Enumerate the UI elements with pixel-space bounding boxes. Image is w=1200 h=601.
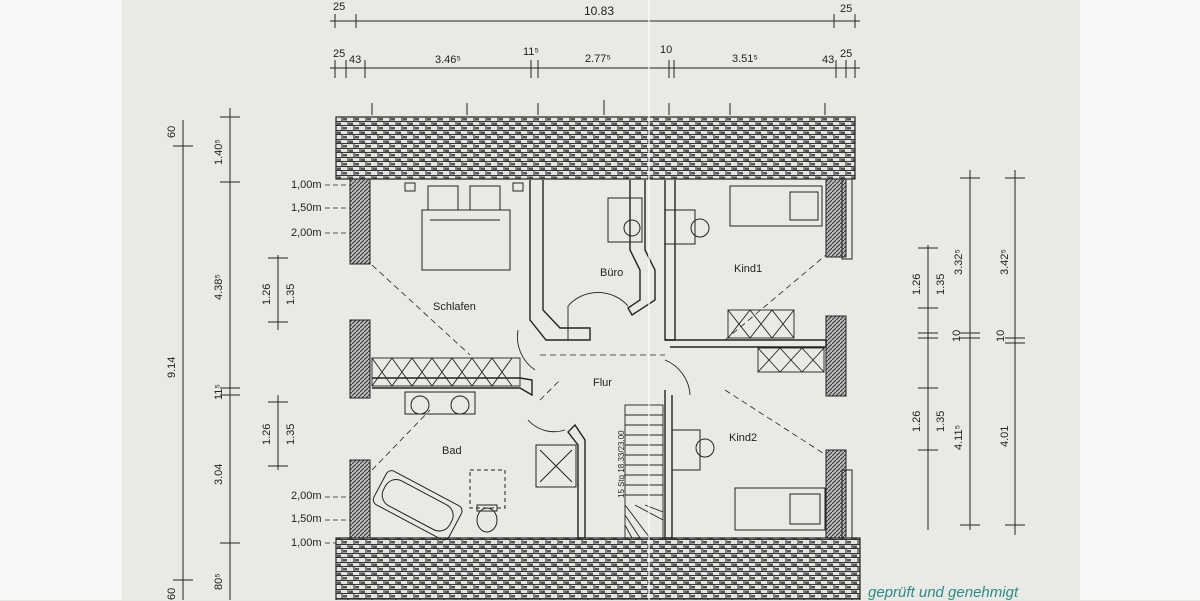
wardrobe-kind2 [757, 347, 825, 373]
double-bed [404, 182, 524, 271]
room-labels: Schlafen Büro Kind1 Flur Bad Kind2 [433, 263, 762, 457]
top-dimension-labels: 25 10.83 25 25 43 3.46⁵ 11⁵ 2.77⁵ 10 3.5… [333, 1, 852, 66]
left-page-margin [0, 0, 122, 600]
left-outer-3: 60 [166, 588, 178, 600]
top-outer-right: 25 [840, 3, 852, 15]
left-small-0: 1.26 [261, 284, 273, 305]
height-top-2: 2,00m [291, 227, 322, 239]
bed-kind2 [734, 487, 826, 531]
top-detail-8: 25 [840, 48, 852, 60]
room-label-buero: Büro [600, 267, 623, 279]
wardrobe-schlafen [371, 357, 521, 387]
top-detail-1: 43 [349, 54, 361, 66]
interior-walls [372, 180, 827, 539]
height-top-1: 1,50m [291, 202, 322, 214]
staircase [624, 404, 664, 539]
right-a-2: 10 [951, 330, 963, 342]
right-c-0: 3.42⁵ [999, 249, 1011, 275]
right-a-0: 1.26 [911, 274, 923, 295]
roof-tiles-bottom [335, 537, 861, 600]
height-top-0: 1,00m [291, 179, 322, 191]
right-b-1: 10 [995, 330, 1007, 342]
left-dimension-lines [173, 108, 288, 600]
top-dimension-lines [330, 14, 860, 115]
paper-fold [648, 0, 650, 600]
left-inner-3: 3.04 [213, 464, 225, 485]
left-outer-1: 9.14 [166, 357, 178, 378]
left-outer-0: 60 [166, 126, 178, 138]
stair-label: 15 Stg 18,33/23,00 [617, 430, 626, 498]
left-outer-2: 80⁵ [213, 573, 225, 590]
top-detail-4: 2.77⁵ [585, 53, 611, 65]
right-a-4: 1.35 [935, 411, 947, 432]
left-small-3: 1.35 [285, 424, 297, 445]
desk-kind2 [671, 429, 715, 471]
right-a-3: 1.26 [911, 411, 923, 432]
right-dimension-lines [918, 170, 1025, 535]
room-label-flur: Flur [593, 377, 612, 389]
right-c-2: 4.01 [999, 426, 1011, 447]
top-detail-6: 3.51⁵ [732, 53, 758, 65]
room-label-kind2: Kind2 [729, 432, 757, 444]
bed-kind1 [729, 185, 823, 227]
room-label-kind1: Kind1 [734, 263, 762, 275]
top-detail-7: 43 [822, 54, 834, 66]
office-desk [607, 197, 710, 245]
right-page-margin [1080, 0, 1200, 600]
height-bottom-0: 2,00m [291, 490, 322, 502]
left-inner-2: 11⁵ [213, 384, 225, 400]
top-detail-0: 25 [333, 48, 345, 60]
top-detail-3: 11⁵ [523, 46, 539, 58]
floor-plan-sheet [122, 0, 1080, 600]
right-b-0: 3.32⁵ [953, 249, 965, 275]
right-dimension-labels: 1.26 1.35 10 1.26 1.35 3.32⁵ 10 4.11⁵ 3.… [911, 249, 1011, 450]
outer-walls [349, 178, 853, 539]
top-detail-5: 10 [660, 44, 672, 56]
left-small-1: 1.35 [285, 284, 297, 305]
left-inner-0: 1.40⁵ [213, 139, 225, 165]
height-bottom-2: 1,00m [291, 537, 322, 549]
approval-stamp: geprüft und genehmigt [868, 584, 1019, 601]
right-b-2: 4.11⁵ [953, 425, 965, 450]
wardrobe-kind1 [727, 309, 795, 339]
left-small-2: 1.26 [261, 424, 273, 445]
room-label-bad: Bad [442, 445, 462, 457]
right-a-1: 1.35 [935, 274, 947, 295]
top-outer-left: 25 [333, 1, 345, 13]
roof-tiles-top [335, 116, 856, 180]
top-outer-middle: 10.83 [584, 4, 614, 18]
left-inner-1: 4.38⁵ [213, 274, 225, 300]
bathroom-fixtures [372, 391, 577, 541]
room-label-schlafen: Schlafen [433, 301, 476, 313]
left-dimension-labels: 60 9.14 80⁵ 60 1.40⁵ 4.38⁵ 11⁵ 3.04 1.26… [166, 126, 297, 600]
height-bottom-1: 1,50m [291, 513, 322, 525]
roof-slope-lines [371, 254, 827, 471]
door-swings [516, 292, 691, 433]
ceiling-height-labels: 1,00m 1,50m 2,00m 2,00m 1,50m 1,00m [291, 179, 322, 549]
top-detail-2: 3.46⁵ [435, 54, 461, 66]
